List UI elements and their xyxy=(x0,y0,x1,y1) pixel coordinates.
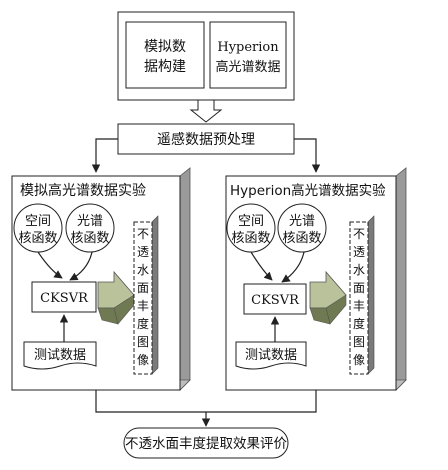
left-spectral-kernel-label-1: 光谱 xyxy=(77,214,103,229)
svg-text:透: 透 xyxy=(353,245,365,259)
right-spectral-kernel-label-1: 光谱 xyxy=(289,214,315,229)
svg-text:丰: 丰 xyxy=(137,299,149,313)
svg-text:图: 图 xyxy=(353,335,365,349)
svg-text:不: 不 xyxy=(353,227,365,241)
svg-text:面: 面 xyxy=(137,281,149,295)
svg-text:像: 像 xyxy=(137,353,149,367)
preprocess-box xyxy=(117,123,295,155)
right-spectral-to-cksvr-arrow xyxy=(281,251,305,283)
sim-data-build-label-2: 据构建 xyxy=(144,59,186,75)
right-spectral-kernel-ellipse xyxy=(277,203,327,253)
evaluation-box xyxy=(123,427,289,459)
left-spectral-kernel-label-2: 核函数 xyxy=(70,231,109,246)
connector-to-left-panel xyxy=(91,138,118,173)
right-test-data-doc xyxy=(235,341,307,370)
right-output-image-bar xyxy=(349,215,375,375)
svg-text:面: 面 xyxy=(353,281,365,295)
left-panel-title: 模拟高光谱数据实验 xyxy=(20,182,146,199)
left-test-data-label: 测试数据 xyxy=(34,348,86,363)
svg-text:像: 像 xyxy=(353,353,365,367)
right-big-right-arrow-icon xyxy=(309,270,347,325)
right-spatial-kernel-label-1: 空间 xyxy=(238,214,264,229)
left-spatial-to-cksvr-arrow xyxy=(37,251,63,279)
right-spatial-kernel-label-2: 核函数 xyxy=(231,231,270,246)
right-panel-title: Hyperion高光谱数据实验 xyxy=(230,182,386,199)
left-output-image-label: 不 透 水 面 丰 度 图 像 xyxy=(137,227,149,367)
hollow-down-arrow-icon xyxy=(189,99,223,123)
evaluation-label: 不透水面丰度提取效果评价 xyxy=(125,436,287,452)
right-spectral-kernel-label-2: 核函数 xyxy=(282,231,321,246)
sim-data-build-label-1: 模拟数 xyxy=(144,39,186,55)
right-cksvr-label: CKSVR xyxy=(251,293,300,308)
hyperion-data-box xyxy=(209,21,287,89)
connector-to-right-panel xyxy=(294,138,321,173)
hyperion-data-label-1: Hyperion xyxy=(217,40,279,55)
svg-text:不: 不 xyxy=(137,227,149,241)
left-spectral-kernel-ellipse xyxy=(65,203,115,253)
svg-text:水: 水 xyxy=(137,263,149,277)
left-spatial-kernel-label-1: 空间 xyxy=(25,214,51,229)
svg-text:图: 图 xyxy=(137,335,149,349)
sim-data-build-box xyxy=(125,21,205,89)
right-output-image-label: 不 透 水 面 丰 度 图 像 xyxy=(353,227,365,367)
right-cksvr-box xyxy=(243,283,307,315)
left-spatial-kernel-label-2: 核函数 xyxy=(18,231,57,246)
svg-text:度: 度 xyxy=(137,316,149,331)
hyperion-data-label-2: 高光谱数据 xyxy=(215,59,280,75)
left-output-image-bar xyxy=(133,215,159,375)
left-cksvr-label: CKSVR xyxy=(40,291,89,306)
svg-text:度: 度 xyxy=(353,316,365,331)
left-spectral-to-cksvr-arrow xyxy=(69,251,93,281)
left-panel-to-merge-line xyxy=(95,390,317,413)
right-test-data-label: 测试数据 xyxy=(245,348,297,363)
left-cksvr-box xyxy=(31,281,97,313)
svg-text:水: 水 xyxy=(353,263,365,277)
svg-text:丰: 丰 xyxy=(353,299,365,313)
left-test-data-doc xyxy=(23,341,97,370)
right-spatial-to-cksvr-arrow xyxy=(250,251,273,281)
svg-text:透: 透 xyxy=(137,245,149,259)
preprocess-label: 遥感数据预处理 xyxy=(157,131,255,148)
